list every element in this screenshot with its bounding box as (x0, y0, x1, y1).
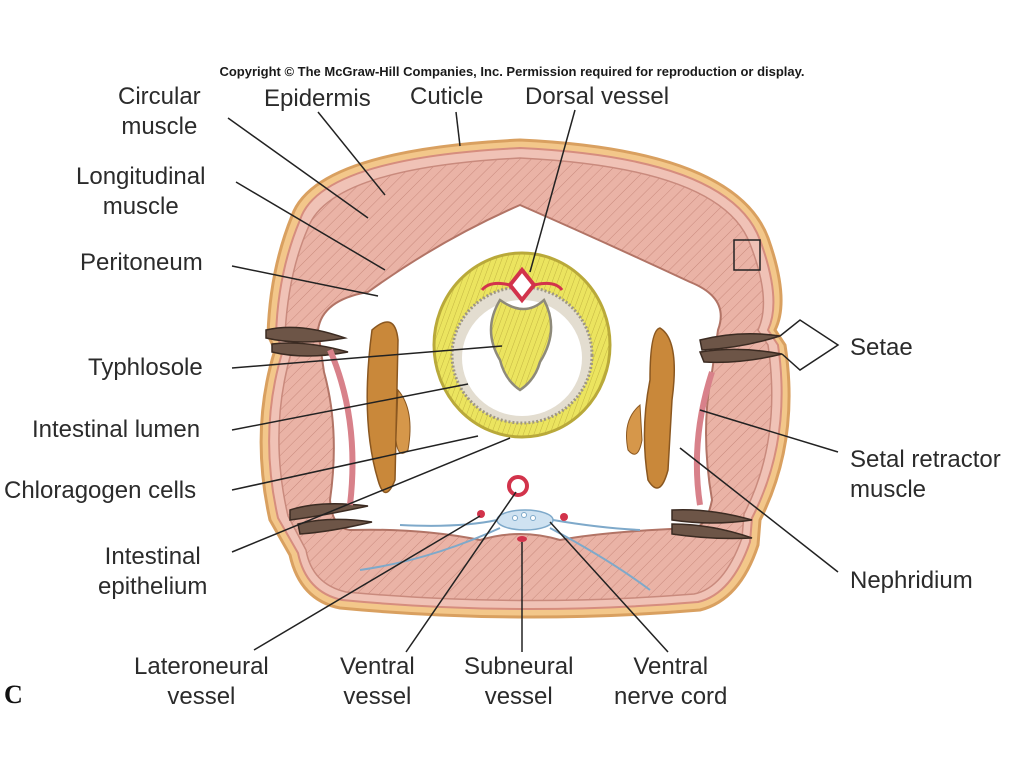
label-subneural-vessel: Subneural vessel (464, 653, 574, 710)
label-epidermis: Epidermis (264, 85, 371, 112)
ventral-vessel-shape (507, 475, 529, 497)
nephridium-right-loop (626, 403, 643, 455)
nephridium-left-loop (395, 388, 411, 454)
label-longitudinal-muscle: Longitudinal muscle (76, 163, 206, 220)
nephridium-right (643, 327, 675, 489)
lateroneural-vessel-right-shape (560, 513, 568, 521)
label-cuticle: Cuticle (410, 83, 484, 110)
label-ventral-nerve-cord: Ventral nerve cord (614, 653, 728, 710)
ventral-nerves (359, 519, 651, 591)
nephridium-left (366, 321, 399, 494)
detail-box (733, 239, 761, 271)
label-intestinal-epithelium: Intestinal epithelium (98, 543, 208, 600)
label-circular-muscle: Circular muscle (118, 83, 201, 140)
label-setal-retractor-muscle: Setal retractor muscle (850, 446, 1001, 503)
giant-fiber-1 (512, 515, 518, 521)
label-peritoneum: Peritoneum (80, 249, 203, 276)
label-setae: Setae (850, 334, 913, 361)
dorsal-vessel-branches (480, 281, 564, 292)
subneural-vessel-shape (517, 536, 527, 542)
giant-fiber-2 (521, 512, 527, 518)
label-chloragogen-cells: Chloragogen cells (4, 477, 197, 504)
label-dorsal-vessel: Dorsal vessel (525, 83, 670, 110)
typhlosole-fold (489, 297, 553, 392)
label-nephridium: Nephridium (850, 567, 973, 594)
label-intestinal-lumen: Intestinal lumen (32, 416, 201, 443)
copyright-notice: Copyright © The McGraw-Hill Companies, I… (219, 64, 805, 79)
label-lateroneural-vessel: Lateroneural vessel (134, 653, 269, 710)
label-typhlosole: Typhlosole (88, 354, 203, 381)
setal-retractor-muscle-right (693, 371, 715, 506)
label-ventral-vessel: Ventral vessel (340, 653, 415, 710)
leader-lines (227, 109, 840, 653)
giant-fiber-3 (530, 515, 536, 521)
panel-letter: C (4, 680, 23, 709)
setal-retractor-muscle-left (327, 348, 356, 506)
